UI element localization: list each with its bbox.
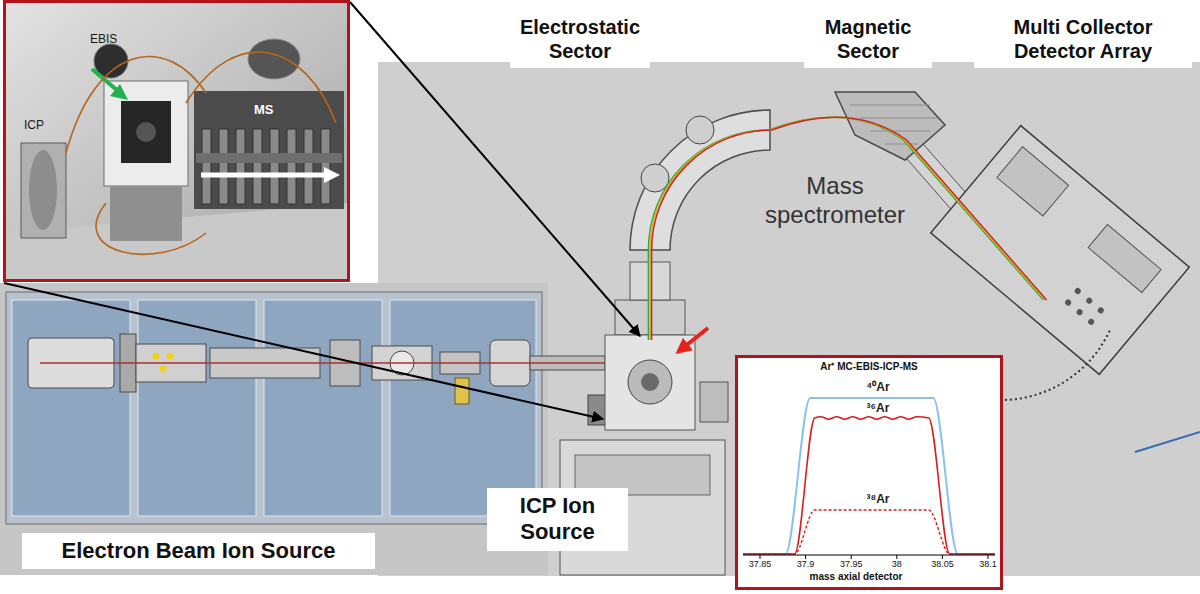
ebis-panel — [264, 300, 382, 516]
tick-label: 37.85 — [749, 559, 772, 569]
detector-block — [1088, 225, 1161, 293]
photo-inset: EBIS ICP MS — [3, 0, 350, 282]
tick-label: 38.05 — [931, 559, 954, 569]
part-label: EBIS — [90, 33, 117, 47]
tick-label: 38.1 — [979, 559, 997, 569]
ebis-frame — [6, 292, 542, 524]
lens-disk — [236, 129, 245, 204]
chamber-window — [641, 373, 659, 391]
label-text: Magnetic Sector — [810, 15, 926, 63]
section-label: Multi Collector Detector Array — [974, 10, 1192, 68]
axis-tick — [942, 555, 943, 559]
axis-tick — [805, 555, 806, 559]
collector-scale — [1000, 330, 1110, 400]
component-label: Mass spectrometer — [760, 172, 910, 230]
label-text: Multi Collector Detector Array — [980, 15, 1186, 63]
lens-disk — [321, 129, 330, 204]
axis-tick — [851, 555, 852, 559]
detector-pin — [1075, 308, 1083, 316]
axis-title: mass axial detector — [810, 571, 903, 583]
pointer-arrow — [678, 328, 708, 352]
marker-dot — [160, 366, 167, 373]
tick-label: 38 — [892, 559, 902, 569]
section-label: Electrostatic Sector — [510, 10, 650, 68]
photo-illustration — [6, 3, 347, 279]
flange — [641, 164, 669, 192]
green-arrow — [110, 84, 128, 100]
detector-pin — [1087, 318, 1095, 326]
part-label: ICP — [24, 119, 44, 133]
ion-beam — [40, 362, 606, 364]
lens-disk — [287, 129, 296, 204]
detector-housing — [931, 126, 1190, 375]
detector-array — [931, 126, 1190, 375]
copper-wire — [96, 203, 206, 254]
detector-pin — [1074, 287, 1082, 295]
isotope-label: ³⁸Ar — [864, 493, 891, 507]
interface-cube — [104, 81, 188, 186]
part-label: MS — [254, 103, 274, 118]
chart-title: Ar⁺ MC-EBIS-ICP-MS — [820, 361, 917, 373]
axis-tick — [988, 555, 989, 559]
section-label: Magnetic Sector — [804, 10, 932, 68]
spectrum-inset: Ar⁺ MC-EBIS-ICP-MS ⁴⁰Ar ³⁶Ar ³⁸Ar 37.85 37.9 3… — [735, 355, 1003, 590]
blue-line — [1135, 432, 1200, 452]
lens-disk — [219, 129, 228, 204]
tick-label: 37.95 — [840, 559, 863, 569]
valve-body — [455, 378, 469, 404]
peak-trace — [743, 398, 995, 554]
axis-tick — [760, 555, 761, 559]
ion-optics-ground — [194, 91, 344, 209]
lens-disk — [253, 129, 262, 204]
isotope-label: ³⁶Ar — [865, 402, 892, 416]
detector-pin — [1085, 296, 1093, 304]
marker-dot — [153, 353, 160, 360]
axis-tick — [896, 555, 897, 559]
lens-disk — [270, 129, 279, 204]
flange — [686, 116, 714, 144]
magnet-hatching — [850, 105, 938, 144]
peak-trace — [743, 417, 995, 554]
ion-beam — [648, 117, 1046, 340]
source-label: ICP Ion Source — [487, 488, 628, 551]
icp-flange — [29, 150, 57, 230]
interface-cube — [136, 122, 156, 142]
source-label: Electron Beam Ion Source — [22, 533, 375, 569]
pump-port — [700, 382, 728, 422]
blueprint-ground — [0, 283, 548, 575]
label-text: Electron Beam Ion Source — [28, 538, 369, 564]
label-text: Electrostatic Sector — [516, 15, 644, 63]
lens-disk — [304, 129, 313, 204]
x-axis — [743, 555, 995, 556]
interface-cube — [121, 101, 171, 163]
ebis-panel — [12, 300, 130, 516]
direction-arrow — [201, 173, 324, 178]
copper-wire — [186, 52, 336, 123]
ebis-panel — [138, 300, 256, 516]
beam-trace — [652, 117, 1047, 340]
detector-pin — [1097, 306, 1105, 314]
direction-arrow — [324, 167, 340, 183]
chamber-wall — [6, 3, 347, 279]
copper-wire — [66, 57, 206, 153]
magnetic-sector — [835, 92, 945, 160]
detector-block — [997, 147, 1069, 216]
ebis-panel — [390, 300, 536, 516]
peak-trace — [743, 510, 995, 554]
zoom-leader — [4, 283, 603, 419]
marker-dot — [167, 353, 174, 360]
detector-pin — [1064, 298, 1072, 306]
icp-flange — [21, 143, 66, 238]
tick-label: 37.9 — [797, 559, 815, 569]
support-rod — [196, 153, 342, 163]
wall-port — [248, 39, 300, 79]
chamber-window — [628, 360, 672, 404]
cube-mount — [110, 186, 182, 241]
isotope-label: ⁴⁰Ar — [864, 381, 891, 395]
label-text: ICP Ion Source — [493, 493, 622, 546]
lens-disk — [202, 129, 211, 204]
beam-trace — [650, 117, 1045, 340]
